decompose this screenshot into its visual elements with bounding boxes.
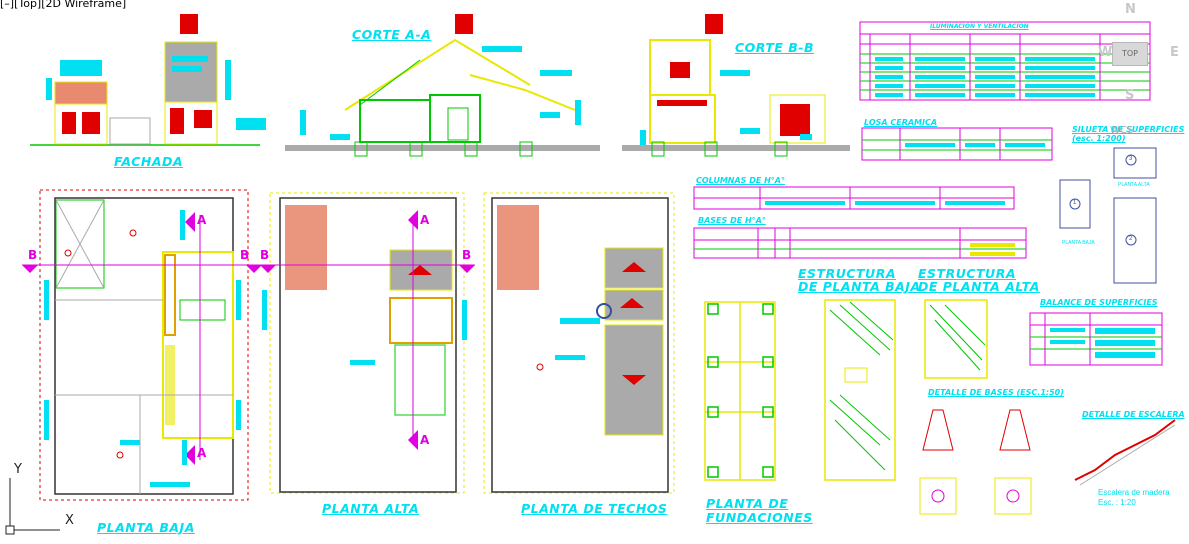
- iluminacion-table: [859, 21, 1151, 101]
- iluminacion-table-cells: [875, 57, 1095, 97]
- title-planta-baja: PLANTA BAJA: [97, 520, 195, 535]
- silueta-planta-alta-label: PLANTA ALTA: [1118, 182, 1150, 188]
- ucs-x-label: X: [65, 513, 74, 528]
- estructura-alta-drawing: [924, 299, 988, 379]
- section-marker-b-alta-right: B: [462, 248, 472, 262]
- section-marker-a-alta-top: A: [420, 213, 430, 227]
- planta-fundaciones-drawing: [704, 301, 776, 481]
- viewport-controls-label[interactable]: [–][Top][2D Wireframe]: [0, 0, 127, 10]
- columnas-table: [693, 186, 1015, 210]
- balance-table: [1029, 312, 1163, 366]
- subtitle-silueta: SILUETA DE SUPERFICIES: [1072, 125, 1185, 134]
- silueta-n3: 3: [1129, 156, 1133, 162]
- section-marker-a-bottom: A: [197, 446, 207, 460]
- wcs-menu[interactable]: WCS: [1110, 125, 1134, 136]
- detalle-escalera-drawing: [1074, 419, 1176, 486]
- subtitle-detalle-escalera: DETALLE DE ESCALERA: [1082, 410, 1185, 419]
- planta-baja-drawing: [22, 189, 262, 501]
- viewcube-east[interactable]: E: [1170, 45, 1179, 60]
- subtitle-columnas: COLUMNAS DE H°A°: [696, 176, 785, 185]
- planta-techos-drawing: [483, 192, 675, 494]
- title-corte-a: CORTE A-A: [352, 27, 432, 42]
- subtitle-balance: BALANCE DE SUPERFICIES: [1040, 298, 1158, 307]
- silueta-n2: 2: [1129, 236, 1133, 242]
- escalera-madera-label: Escalera de madera: [1098, 488, 1170, 497]
- viewcube-west[interactable]: W: [1098, 45, 1113, 60]
- title-fundaciones-2: FUNDACIONES: [706, 510, 813, 525]
- subtitle-iluminacion: ILUMINACION Y VENTILACION: [930, 23, 1029, 30]
- title-planta-alta: PLANTA ALTA: [322, 501, 420, 516]
- subtitle-silueta-esc: (esc. 1:200): [1072, 134, 1126, 143]
- subtitle-detalle-bases: DETALLE DE BASES (ESC.1:50): [928, 388, 1064, 397]
- section-marker-a-top: A: [197, 213, 207, 227]
- escalera-scale-label: Esc. : 1:20: [1098, 498, 1136, 507]
- section-marker-a-alta-bottom: A: [420, 433, 430, 447]
- estructura-baja-drawing: [824, 299, 896, 481]
- section-marker-b-right: B: [240, 248, 250, 262]
- subtitle-bases: BASES DE H°A°: [698, 216, 766, 225]
- losa-table: [861, 127, 1053, 161]
- viewcube[interactable]: N W E S: [1098, 0, 1188, 110]
- planta-alta-drawing: [260, 192, 475, 494]
- viewcube-south[interactable]: S: [1125, 88, 1135, 103]
- title-estructura-alta-2: DE PLANTA ALTA: [918, 279, 1040, 294]
- silueta-drawing: [1059, 147, 1157, 284]
- title-corte-b: CORTE B-B: [735, 40, 815, 55]
- subtitle-losa: LOSA CERAMICA: [864, 118, 938, 127]
- corte-b-drawing: [622, 14, 850, 157]
- title-estructura-baja-1: ESTRUCTURA: [798, 266, 896, 281]
- corte-a-drawing: [285, 14, 600, 157]
- detalle-bases-drawing: [919, 409, 1032, 515]
- title-fundaciones-1: PLANTA DE: [706, 496, 789, 511]
- title-estructura-alta-1: ESTRUCTURA: [918, 266, 1016, 281]
- title-fachada: FACHADA: [114, 154, 184, 169]
- section-marker-b-alta-left: B: [260, 248, 270, 262]
- viewcube-top-face[interactable]: TOP: [1112, 42, 1148, 66]
- title-planta-techos: PLANTA DE TECHOS: [521, 501, 668, 516]
- title-estructura-baja-2: DE PLANTA BAJA: [798, 279, 921, 294]
- silueta-planta-baja-label: PLANTA BAJA: [1062, 240, 1095, 246]
- ucs-y-label: Y: [14, 462, 22, 477]
- ucs-icon: [5, 478, 60, 535]
- fachada-drawing: [30, 14, 266, 146]
- viewcube-north[interactable]: N: [1125, 2, 1136, 17]
- bases-table: [693, 227, 1027, 259]
- section-marker-b-left: B: [28, 248, 38, 262]
- silueta-n1: 1: [1073, 200, 1077, 206]
